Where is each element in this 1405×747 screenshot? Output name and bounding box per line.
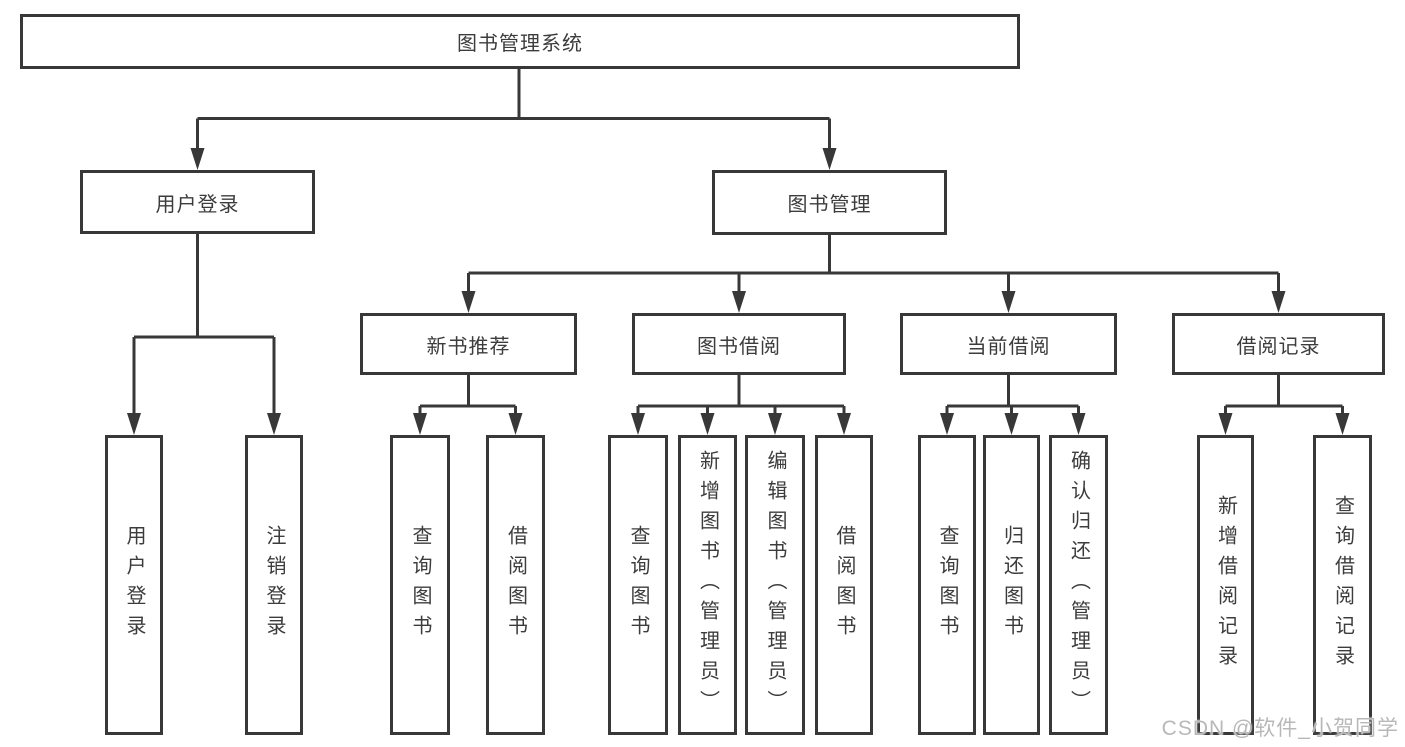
node-label: 借阅记录 — [1236, 335, 1321, 358]
node-borrowing-records: 借阅记录 — [1172, 313, 1385, 375]
node-label: 用户登录 — [155, 193, 240, 216]
node-label: 查询图书 — [936, 525, 958, 645]
node-label: 借阅图书 — [833, 525, 855, 645]
node-label: 新增图书（管理员） — [696, 450, 719, 720]
node-label: 新书推荐 — [426, 335, 511, 358]
node-label: 当前借阅 — [966, 335, 1051, 358]
node-label: 图书管理系统 — [457, 33, 583, 55]
node-label: 编辑图书（管理员） — [764, 450, 786, 720]
node-leaf-nbr-query-books: 查询图书 — [390, 435, 450, 735]
node-label: 图书借阅 — [697, 335, 781, 358]
node-label: 图书管理 — [787, 194, 872, 216]
node-label: 用户登录 — [123, 525, 145, 645]
node-book-borrowing: 图书借阅 — [632, 313, 846, 375]
arrowheads — [127, 148, 1350, 435]
edge-lines — [132, 68, 1344, 415]
node-leaf-cb-query-books: 查询图书 — [918, 435, 976, 735]
node-leaf-cb-return-books: 归还图书 — [983, 435, 1040, 735]
node-leaf-user-login: 用户登录 — [105, 435, 163, 735]
node-user-login: 用户登录 — [80, 170, 315, 234]
node-label: 查询图书 — [627, 525, 649, 645]
node-label: 查询借阅记录 — [1331, 495, 1354, 675]
node-label: 注销登录 — [263, 525, 285, 645]
node-leaf-bb-edit-books-admin: 编辑图书（管理员） — [745, 435, 805, 735]
node-book-management: 图书管理 — [712, 170, 947, 235]
node-leaf-bb-borrow-books: 借阅图书 — [815, 435, 873, 735]
node-current-borrowing: 当前借阅 — [900, 313, 1117, 375]
node-label: 新增借阅记录 — [1214, 495, 1237, 675]
node-leaf-nbr-borrow-books: 借阅图书 — [486, 435, 545, 735]
node-leaf-bb-query-books: 查询图书 — [608, 435, 668, 735]
node-label: 借阅图书 — [504, 525, 527, 645]
node-leaf-br-add-record: 新增借阅记录 — [1197, 435, 1254, 735]
node-root: 图书管理系统 — [20, 14, 1020, 69]
node-new-book-recommend: 新书推荐 — [360, 313, 577, 375]
node-label: 归还图书 — [1000, 525, 1023, 645]
csdn-watermark: CSDN @软件_小贺同学 — [1161, 717, 1399, 740]
node-label: 确认归还（管理员） — [1067, 450, 1090, 720]
node-leaf-cb-confirm-return-admin: 确认归还（管理员） — [1049, 435, 1108, 735]
node-leaf-logout: 注销登录 — [245, 435, 303, 735]
node-leaf-bb-add-books-admin: 新增图书（管理员） — [678, 435, 737, 735]
node-leaf-br-query-record: 查询借阅记录 — [1313, 435, 1372, 735]
node-label: 查询图书 — [409, 525, 431, 645]
